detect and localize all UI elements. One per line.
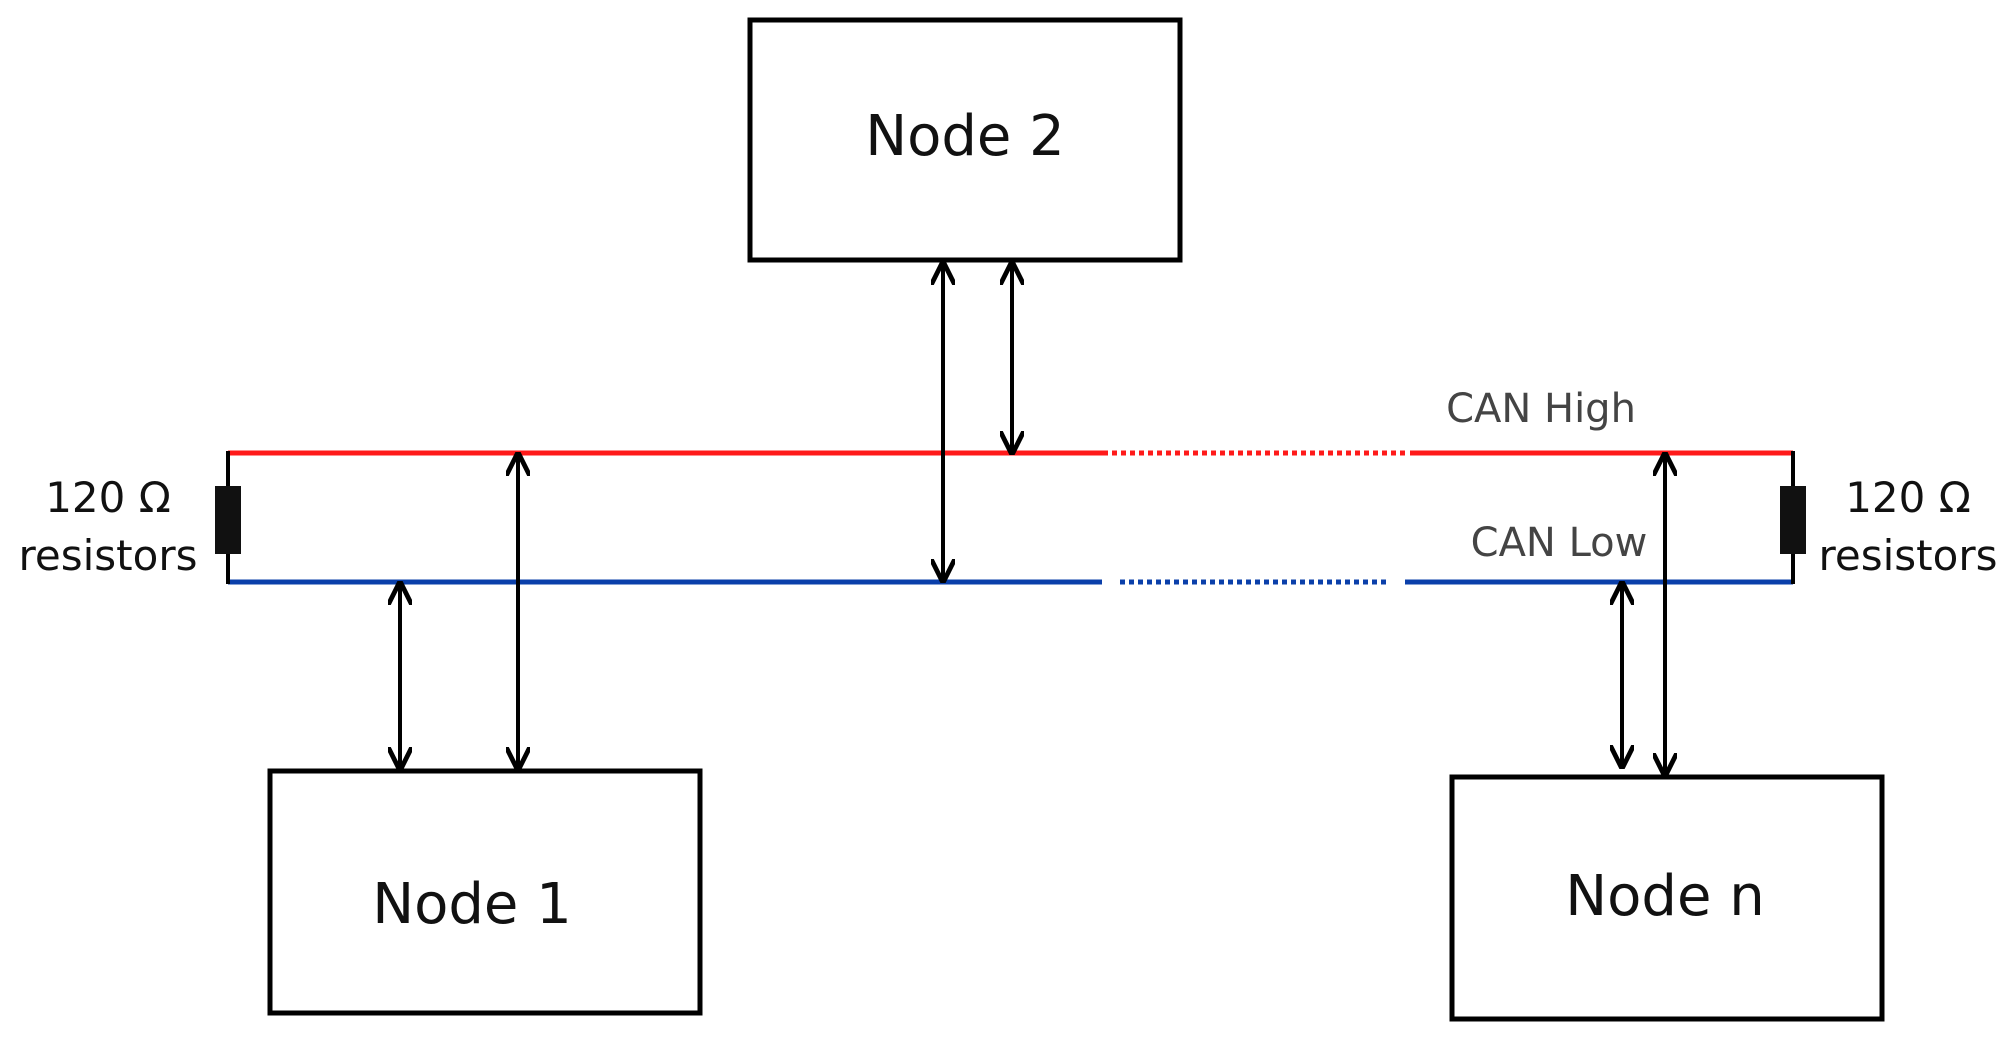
- node-n-label: Node n: [1565, 864, 1764, 929]
- left-terminator: [215, 451, 241, 584]
- node-1-box: [267, 768, 703, 1016]
- right-resistor-caption: resistors: [1819, 531, 1998, 580]
- left-resistor-value: 120 Ω: [45, 473, 171, 522]
- left-resistor-caption: resistors: [19, 531, 198, 580]
- right-resistor-value: 120 Ω: [1845, 473, 1971, 522]
- can-high-label: CAN High: [1446, 386, 1636, 432]
- node-n-box: [1449, 774, 1885, 1022]
- right-resistor-icon: [1780, 486, 1806, 554]
- node-2-label: Node 2: [865, 104, 1065, 169]
- node-2-box: [747, 17, 1183, 263]
- node-1-label: Node 1: [372, 872, 572, 937]
- right-terminator: [1780, 451, 1806, 584]
- left-resistor-icon: [215, 486, 241, 554]
- can-low-label: CAN Low: [1471, 520, 1648, 566]
